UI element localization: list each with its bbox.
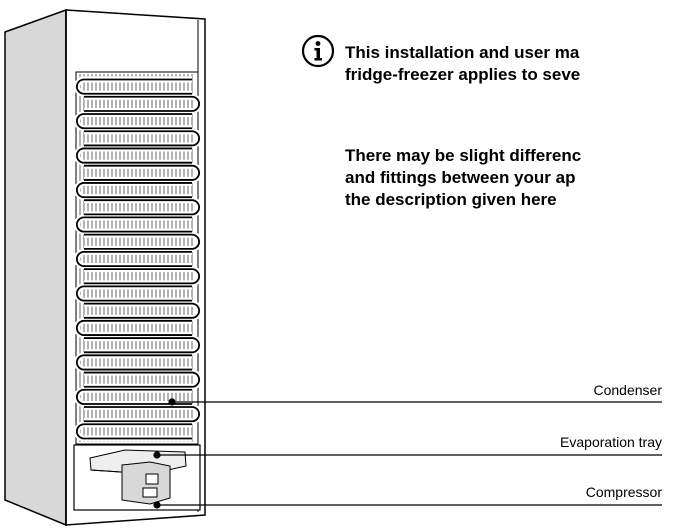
- differences-note: There may be slight differenc and fittin…: [345, 145, 581, 211]
- callout-leader-lines: [153, 398, 662, 509]
- note-line: the description given here: [345, 190, 557, 209]
- info-icon: [301, 34, 335, 68]
- condenser-tube: [76, 78, 200, 440]
- evaporation-tray-label: Evaporation tray: [560, 434, 662, 450]
- condenser-label: Condenser: [593, 382, 663, 398]
- compressor: [121, 461, 171, 505]
- condenser-coil: [73, 71, 203, 445]
- note-line: and fittings between your ap: [345, 168, 576, 187]
- installation-note: This installation and user ma fridge-fre…: [345, 42, 580, 86]
- cabinet-side-panel: [4, 8, 67, 527]
- compressor-compartment: [73, 444, 201, 511]
- note-line: fridge-freezer applies to seve: [345, 65, 581, 84]
- note-line: There may be slight differenc: [345, 146, 582, 165]
- note-line: This installation and user ma: [345, 43, 580, 62]
- compressor-label: Compressor: [585, 484, 662, 500]
